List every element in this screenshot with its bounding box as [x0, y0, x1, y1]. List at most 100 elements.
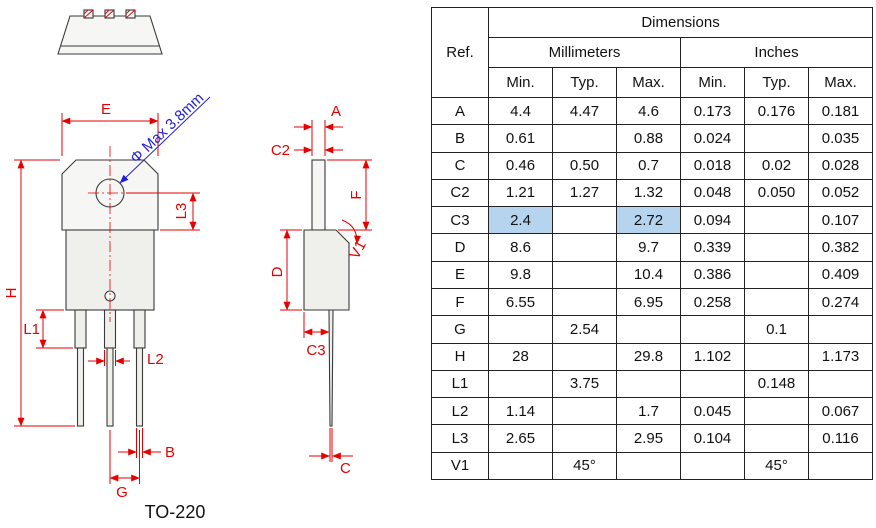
value-cell: [744, 233, 809, 262]
col-header-min-mm: Min.: [488, 67, 553, 98]
value-cell: 4.47: [552, 96, 617, 126]
value-cell: 1.14: [488, 397, 553, 426]
dim-label-L3: L3: [173, 203, 190, 220]
value-cell: 0.339: [680, 233, 745, 262]
dim-B: [118, 428, 161, 458]
hole-diameter-leader: [119, 96, 211, 184]
side-view: [303, 159, 350, 427]
col-header-max-mm: Max.: [616, 67, 681, 98]
dim-E: [61, 113, 159, 156]
value-cell: [744, 287, 809, 317]
value-cell: [680, 315, 745, 344]
value-cell: 0.176: [744, 96, 809, 126]
dim-C3: [303, 312, 330, 338]
dim-G: [109, 430, 140, 484]
dim-L1: [36, 309, 73, 349]
value-cell: 2.95: [616, 424, 681, 453]
ref-cell: G: [431, 315, 489, 344]
value-cell: 28: [488, 342, 553, 371]
value-cell: 29.8: [616, 342, 681, 371]
value-cell: [488, 315, 553, 344]
value-cell: 1.27: [552, 178, 617, 208]
value-cell: 1.173: [807, 342, 874, 371]
value-cell: 0.067: [807, 397, 874, 426]
value-cell: [552, 124, 617, 153]
value-cell: [744, 206, 809, 235]
value-cell: 0.104: [680, 424, 745, 453]
value-cell: [488, 369, 553, 399]
value-cell: 0.02: [744, 151, 809, 180]
front-view: [61, 146, 159, 427]
table-title-row: Ref. Dimensions: [431, 7, 874, 98]
value-cell: 0.173: [680, 96, 745, 126]
value-cell: 2.4: [488, 206, 553, 235]
dim-label-D: D: [269, 266, 286, 277]
leads: [74, 309, 146, 427]
value-cell: [552, 206, 617, 235]
dim-label-H: H: [3, 288, 20, 299]
value-cell: [744, 342, 809, 371]
value-cell: 4.4: [488, 96, 553, 126]
col-header-max-in: Max.: [807, 67, 874, 98]
value-cell: 0.274: [807, 287, 874, 317]
value-cell: [744, 124, 809, 153]
value-cell: 0.46: [488, 151, 553, 180]
value-cell: 0.048: [680, 178, 745, 208]
dim-V1: [341, 219, 361, 245]
col-header-min-in: Min.: [680, 67, 745, 98]
value-cell: 0.7: [616, 151, 681, 180]
value-cell: 0.018: [680, 151, 745, 180]
value-cell: [680, 451, 745, 481]
dim-L3: [126, 192, 200, 231]
ref-cell: F: [431, 287, 489, 317]
value-cell: 1.21: [488, 178, 553, 208]
value-cell: 0.148: [744, 369, 809, 399]
value-cell: [552, 260, 617, 289]
value-cell: [807, 315, 874, 344]
value-cell: [744, 260, 809, 289]
value-cell: [552, 342, 617, 371]
value-cell: 0.107: [807, 206, 874, 235]
dim-label-B: B: [165, 444, 175, 461]
body-side: [303, 229, 350, 311]
unit-header-inches: Inches: [679, 37, 874, 68]
value-cell: 9.7: [616, 233, 681, 262]
value-cell: [488, 451, 553, 481]
pin-cross-sections: [83, 9, 136, 19]
package-drawing: E Φ Max 3.8mm L3 H L1 L2: [3, 9, 372, 522]
value-cell: 0.024: [680, 124, 745, 153]
tab-side: [311, 159, 326, 231]
unit-header-millimeters: Millimeters: [488, 37, 681, 68]
value-cell: 0.409: [807, 260, 874, 289]
value-cell: [552, 397, 617, 426]
value-cell: 1.7: [616, 397, 681, 426]
col-header-typ-mm: Typ.: [552, 67, 617, 98]
value-cell: 2.65: [488, 424, 553, 453]
value-cell: 45°: [744, 451, 809, 481]
lead-side: [328, 309, 334, 427]
ref-cell: V1: [431, 451, 489, 481]
dim-A: [294, 120, 343, 156]
value-cell: 0.258: [680, 287, 745, 317]
hole-diameter-note: Φ Max 3.8mm: [127, 90, 207, 167]
value-cell: 4.6: [616, 96, 681, 126]
value-cell: 45°: [552, 451, 617, 481]
value-cell: 1.32: [616, 178, 681, 208]
value-cell: 0.88: [616, 124, 681, 153]
value-cell: 10.4: [616, 260, 681, 289]
value-cell: 0.094: [680, 206, 745, 235]
ref-cell: E: [431, 260, 489, 289]
value-cell: 9.8: [488, 260, 553, 289]
dimensions-table: Ref. Dimensions Millimeters Inches Min. …: [431, 7, 874, 481]
